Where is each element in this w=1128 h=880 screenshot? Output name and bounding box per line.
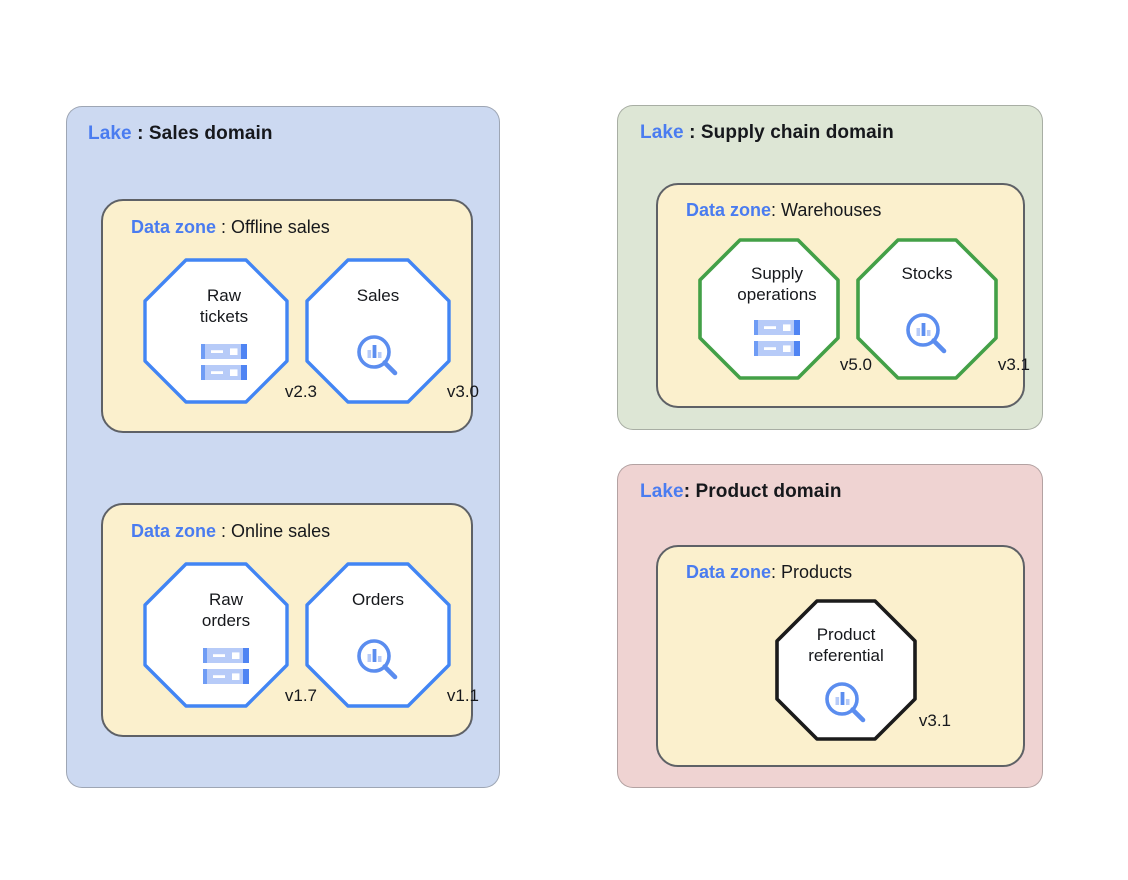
octagon-outline	[305, 562, 451, 708]
data-product-version: v3.0	[446, 382, 479, 401]
data-zone-warehouses-title: Data zone: Warehouses	[686, 200, 881, 221]
lake-separator: :	[683, 122, 701, 143]
octagon-outline	[856, 238, 998, 380]
data-zone-keyword: Data zone	[131, 217, 217, 237]
lake-product-domain-title: Lake: Product domain	[640, 481, 842, 503]
data-zone-offline-sales[interactable]: Data zone : Offline sales Raw tickets	[101, 199, 479, 433]
data-zone-online-sales[interactable]: Data zone : Online sales Raw orders	[101, 503, 479, 737]
lake-sales-domain-title: Lake : Sales domain	[88, 123, 273, 145]
data-product-version: v5.0	[839, 355, 872, 374]
data-product-version: v3.1	[997, 355, 1030, 374]
data-zone-separator: :	[771, 200, 782, 220]
data-zone-separator: :	[216, 217, 232, 237]
data-zone-products[interactable]: Data zone: Products Product referential	[656, 545, 1025, 767]
data-product-version: v1.7	[284, 686, 317, 705]
data-zone-name: Products	[781, 562, 853, 582]
data-product-raw-tickets[interactable]: Raw tickets	[143, 258, 317, 404]
data-zone-keyword: Data zone	[686, 562, 772, 582]
octagon-outline	[775, 599, 917, 741]
octagon-outline	[143, 562, 289, 708]
data-zone-separator: :	[216, 521, 232, 541]
data-product-version: v2.3	[284, 382, 317, 401]
lake-name: Product domain	[695, 481, 842, 502]
data-zone-name: Warehouses	[781, 200, 882, 220]
lake-supply-chain-domain-title: Lake : Supply chain domain	[640, 122, 894, 144]
lake-sales-domain[interactable]: Lake : Sales domain Data zone : Offline …	[66, 106, 500, 788]
data-product-product-referential[interactable]: Product referential v3.1	[775, 599, 951, 741]
data-product-orders[interactable]: Orders v1.1	[305, 562, 479, 708]
data-zone-keyword: Data zone	[131, 521, 217, 541]
data-product-raw-orders[interactable]: Raw orders	[143, 562, 317, 708]
lake-separator: :	[131, 123, 149, 144]
data-zone-warehouses[interactable]: Data zone: Warehouses Supply operations	[656, 183, 1030, 408]
data-product-supply-operations[interactable]: Supply operations	[698, 238, 872, 380]
data-zone-keyword: Data zone	[686, 200, 772, 220]
lake-separator: :	[683, 481, 696, 502]
data-zone-name: Offline sales	[231, 217, 330, 237]
data-zone-offline-sales-title: Data zone : Offline sales	[131, 217, 330, 238]
data-product-version: v3.1	[918, 711, 951, 730]
data-zone-products-title: Data zone: Products	[686, 562, 852, 583]
octagon-outline	[143, 258, 289, 404]
lake-product-domain[interactable]: Lake: Product domain Data zone: Products…	[617, 464, 1043, 788]
data-zone-name: Online sales	[231, 521, 331, 541]
lake-name: Supply chain domain	[700, 122, 894, 143]
lake-name: Sales domain	[148, 123, 273, 144]
data-product-sales[interactable]: Sales v3.0	[305, 258, 479, 404]
lake-keyword: Lake	[640, 481, 684, 502]
data-product-stocks[interactable]: Stocks v3.1	[856, 238, 1030, 380]
lake-supply-chain-domain[interactable]: Lake : Supply chain domain Data zone: Wa…	[617, 105, 1043, 430]
lake-keyword: Lake	[640, 122, 684, 143]
lake-keyword: Lake	[88, 123, 132, 144]
data-zone-online-sales-title: Data zone : Online sales	[131, 521, 330, 542]
data-product-version: v1.1	[446, 686, 479, 705]
octagon-outline	[305, 258, 451, 404]
data-zone-separator: :	[771, 562, 782, 582]
octagon-outline	[698, 238, 840, 380]
